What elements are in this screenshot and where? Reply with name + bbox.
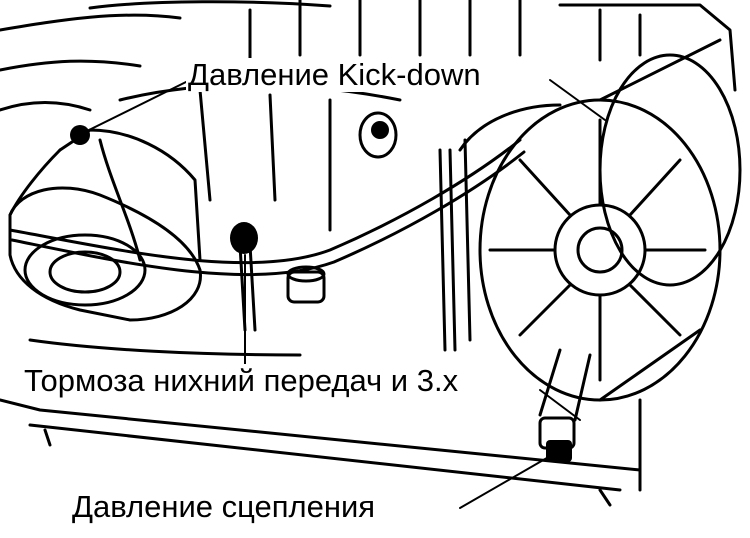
label-lower-gear-brakes: Тормоза нихний передач и 3.х xyxy=(22,363,461,398)
pressure-points xyxy=(70,121,572,462)
label-kickdown-pressure: Давление Kick-down xyxy=(186,57,483,92)
upper-casing-lines xyxy=(0,0,737,232)
right-converter xyxy=(458,38,742,402)
label-clutch-pressure: Давление сцепления xyxy=(70,489,378,524)
leader-lines xyxy=(84,79,606,509)
tube-lines xyxy=(8,138,526,352)
left-housing xyxy=(8,128,202,322)
base-pan xyxy=(0,338,642,507)
